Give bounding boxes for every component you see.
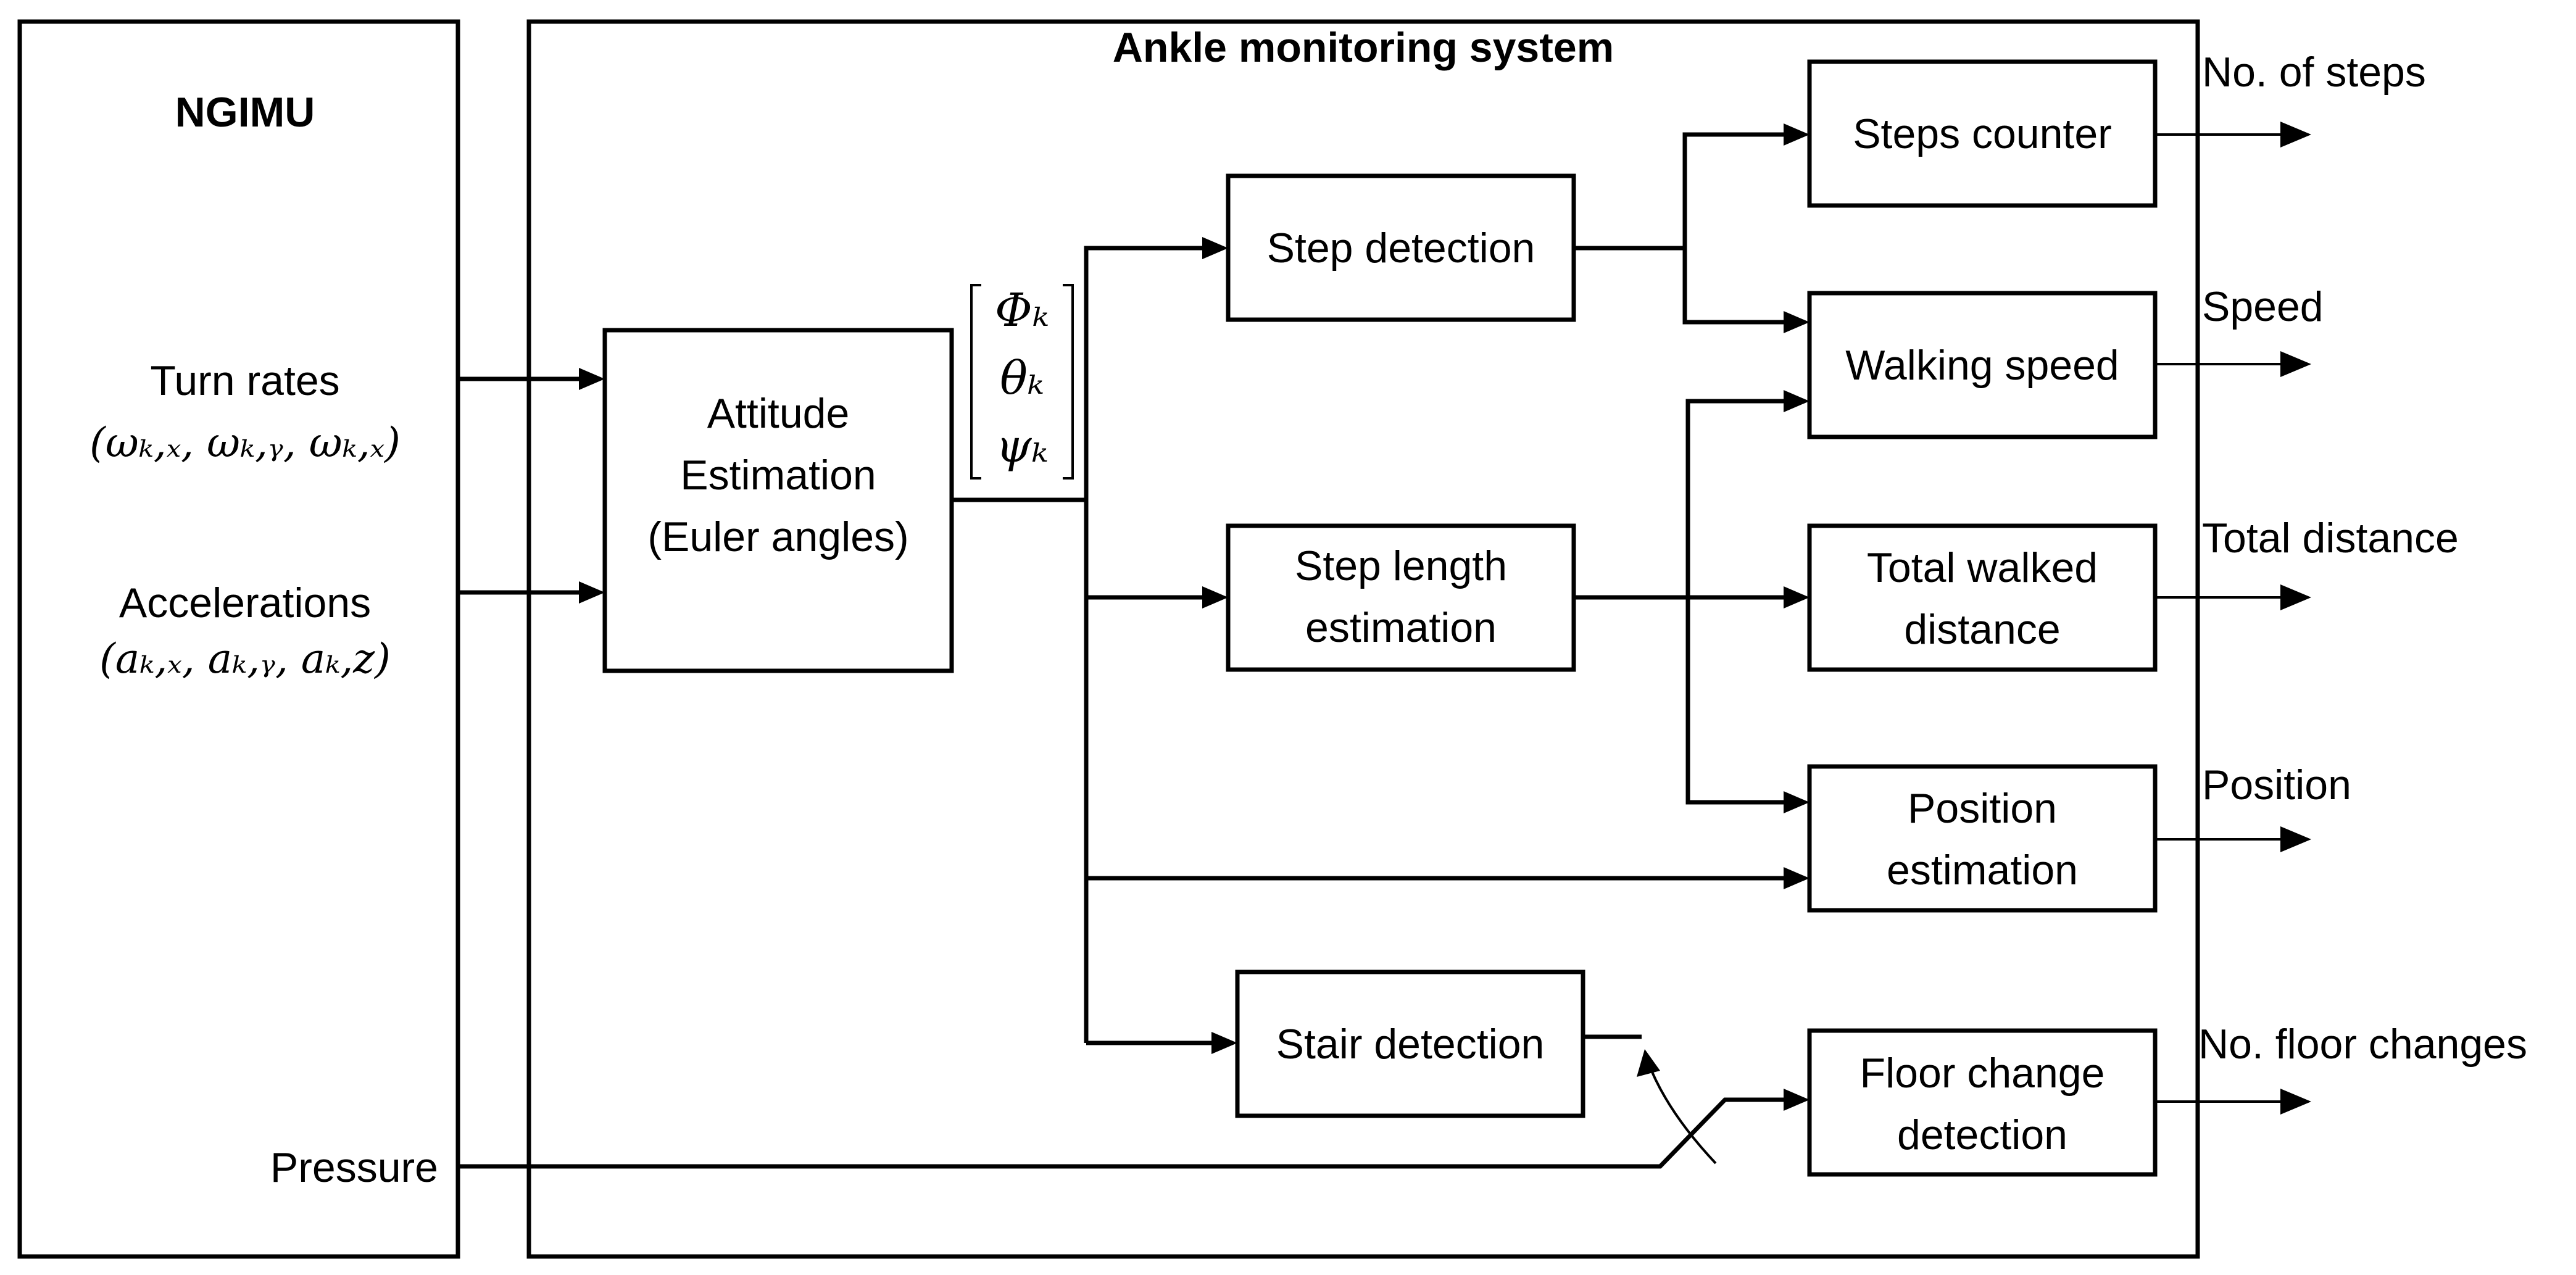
euler-theta: θₖ xyxy=(1000,352,1044,405)
arrowhead-out-speed xyxy=(2280,351,2311,377)
position-line-2: estimation xyxy=(1887,847,2078,894)
step-length-line-1: Step length xyxy=(1295,542,1507,589)
steps-counter-block xyxy=(1807,59,2158,208)
stair-detection-label: Stair detection xyxy=(1276,1021,1545,1068)
euler-angle-vector: Φₖ θₖ ψₖ xyxy=(970,284,1074,480)
arrowhead-out-distance xyxy=(2280,584,2311,610)
output-position-label: Position xyxy=(2202,762,2351,808)
arrowhead-step-detection xyxy=(1202,237,1228,259)
arrowhead-accelerations xyxy=(579,581,605,604)
accelerations-label: Accelerations xyxy=(119,579,371,626)
position-line-1: Position xyxy=(1908,785,2057,832)
wire-to-walking-speed-1 xyxy=(1682,248,1794,325)
arrowhead-stair xyxy=(1211,1032,1237,1054)
turn-rates-formula: (ωₖ,ₓ, ωₖ,ᵧ, ωₖ,ₓ) xyxy=(89,419,401,467)
euler-psi: ψₖ xyxy=(995,420,1048,473)
ngimu-title: NGIMU xyxy=(175,89,315,136)
floor-change-line-1: Floor change xyxy=(1860,1050,2105,1097)
arrowhead-walking-speed-1 xyxy=(1784,311,1809,333)
ngimu-box xyxy=(17,19,460,1259)
wire-to-step-detection xyxy=(1084,246,1213,500)
system-title: Ankle monitoring system xyxy=(1113,24,1614,71)
walking-speed-label: Walking speed xyxy=(1845,342,2119,389)
wire-to-steps-counter xyxy=(1682,132,1794,248)
output-speed-label: Speed xyxy=(2202,283,2324,330)
arrowhead-walking-speed-2 xyxy=(1784,390,1809,412)
total-distance-line-1: Total walked xyxy=(1867,544,2098,591)
arrowhead-position-2 xyxy=(1784,791,1809,813)
arrowhead-step-length xyxy=(1202,586,1228,608)
arrowhead-position xyxy=(1784,867,1809,889)
arrowhead-turn-rates xyxy=(579,368,605,390)
step-length-line-2: estimation xyxy=(1305,604,1497,651)
floor-change-block xyxy=(1807,1028,2158,1177)
arrowhead-total-distance xyxy=(1784,586,1809,608)
attitude-estimation-block xyxy=(602,328,954,673)
total-distance-line-2: distance xyxy=(1904,606,2060,653)
steps-counter-label: Steps counter xyxy=(1853,110,2112,157)
step-detection-label: Step detection xyxy=(1267,225,1535,272)
pressure-label: Pressure xyxy=(270,1144,438,1191)
wire-to-walking-speed-2 xyxy=(1685,399,1794,597)
wire-to-position-2 xyxy=(1685,597,1794,805)
arrowhead-steps-counter xyxy=(1784,123,1809,146)
step-length-block xyxy=(1226,523,1576,672)
floor-change-line-2: detection xyxy=(1897,1111,2067,1158)
output-distance-label: Total distance xyxy=(2202,515,2459,562)
attitude-line-3: (Euler angles) xyxy=(647,513,908,560)
position-estimation-block xyxy=(1807,764,2158,913)
output-floors-label: No. floor changes xyxy=(2198,1021,2527,1068)
attitude-line-2: Estimation xyxy=(680,452,876,499)
arrowhead-out-floors xyxy=(2280,1089,2311,1115)
connection-wires xyxy=(458,122,2311,1169)
switch-arm xyxy=(1647,1061,1717,1165)
arrowhead-out-position xyxy=(2280,826,2311,852)
output-steps-label: No. of steps xyxy=(2202,49,2426,96)
euler-phi: Φₖ xyxy=(995,284,1049,337)
arrowhead-floor-change xyxy=(1784,1089,1809,1111)
walking-speed-block xyxy=(1807,291,2158,439)
arrowhead-out-steps xyxy=(2280,122,2311,147)
accelerations-formula: (aₖ,ₓ, aₖ,ᵧ, aₖ,z) xyxy=(99,635,391,683)
stair-detection-block xyxy=(1235,970,1585,1118)
turn-rates-label: Turn rates xyxy=(150,357,339,404)
wire-pressure xyxy=(458,1097,1794,1169)
attitude-line-1: Attitude xyxy=(707,390,850,437)
arrowhead-switch xyxy=(1637,1049,1660,1077)
